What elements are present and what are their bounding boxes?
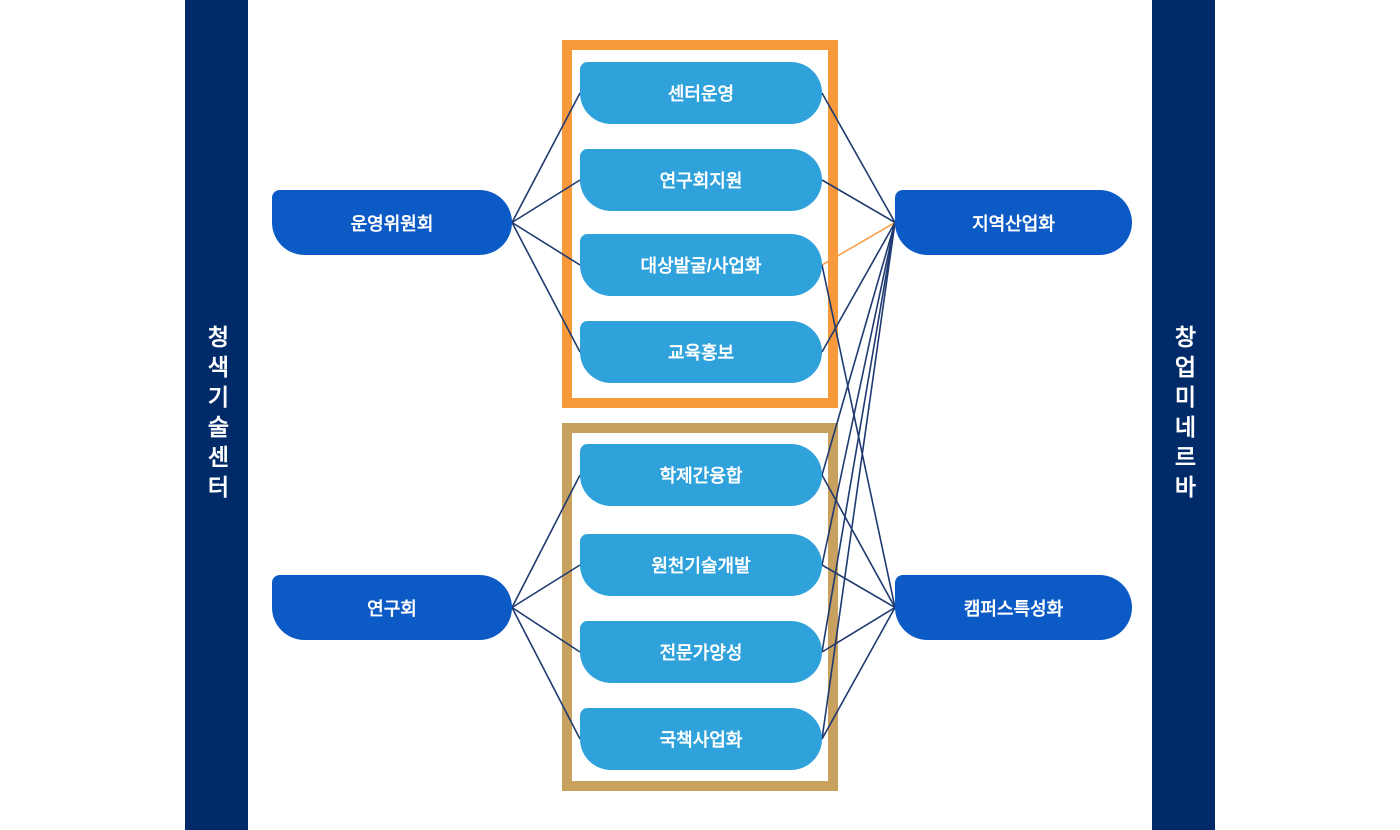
node-label: 국책사업화 (659, 730, 743, 750)
left-sidebar: 청색기술센터 (185, 0, 248, 830)
top-group-box (562, 40, 838, 408)
right-sidebar: 창업미네르바 (1152, 0, 1215, 830)
node-national-project-commercialization: 국책사업화 (580, 708, 822, 770)
node-research-society: 연구회 (272, 575, 512, 640)
node-label: 센터운영 (667, 84, 735, 104)
node-core-technology-development: 원천기술개발 (580, 534, 822, 596)
node-label: 연구회 (367, 598, 417, 619)
node-steering-committee: 운영위원회 (272, 190, 512, 255)
left-sidebar-title: 청색기술센터 (203, 325, 230, 505)
bottom-group-box (562, 423, 838, 791)
node-label: 원천기술개발 (651, 556, 751, 576)
node-label: 운영위원회 (350, 213, 434, 234)
node-education-pr: 교육홍보 (580, 321, 822, 383)
node-research-society-support: 연구회지원 (580, 149, 822, 211)
node-campus-specialization: 캠퍼스특성화 (895, 575, 1132, 640)
node-label: 전문가양성 (659, 643, 743, 663)
node-label: 학제간융합 (659, 466, 743, 486)
node-label: 교육홍보 (667, 343, 735, 363)
node-regional-industrialization: 지역산업화 (895, 190, 1132, 255)
node-label: 캠퍼스특성화 (963, 598, 1064, 619)
node-interdisciplinary-convergence: 학제간융합 (580, 444, 822, 506)
node-label: 지역산업화 (972, 213, 1055, 234)
node-label: 대상발굴/사업화 (640, 256, 762, 276)
node-label: 연구회지원 (659, 171, 743, 191)
node-target-discovery-commercialization: 대상발굴/사업화 (580, 234, 822, 296)
node-center-operation: 센터운영 (580, 62, 822, 124)
node-expert-training: 전문가양성 (580, 621, 822, 683)
right-sidebar-title: 창업미네르바 (1170, 325, 1197, 505)
